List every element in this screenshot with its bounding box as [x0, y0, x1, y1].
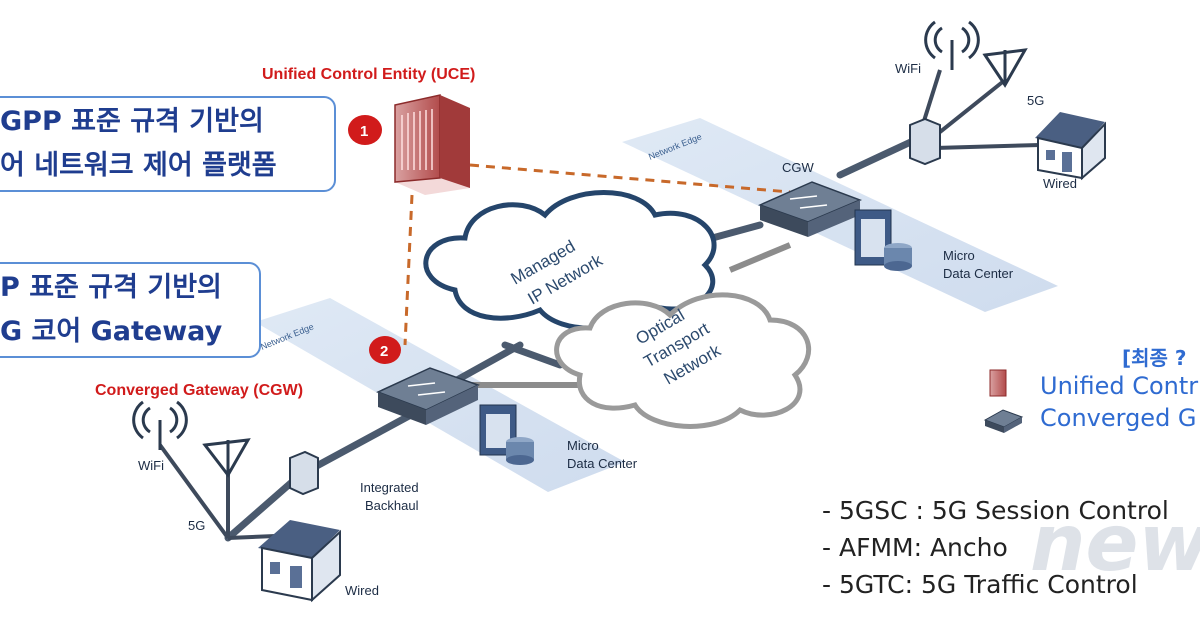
micro-dc-right-label-1: Micro [943, 248, 975, 263]
access-box-left-icon [289, 450, 319, 496]
wifi-antenna-right-icon [924, 20, 980, 70]
abbreviation-notes: - 5GSC : 5G Session Control - AFMM: Anch… [822, 492, 1169, 603]
legend-cgw: Converged G [1040, 404, 1197, 432]
callout-cgw: P 표준 규격 기반의 G 코어 Gateway [0, 262, 261, 358]
fiveg-tower-right-icon [982, 48, 1028, 88]
wired-label-left: Wired [345, 583, 379, 598]
svg-text:2: 2 [380, 343, 388, 360]
managed-ip-network-cloud: Managed IP Network [423, 190, 717, 331]
cgw-label: CGW [782, 160, 815, 175]
wifi-label-left: WiFi [138, 458, 164, 473]
cgw-title: Converged Gateway (CGW) [95, 382, 303, 399]
micro-dc-right-icon [854, 209, 912, 271]
note-5gtc: - 5GTC: 5G Traffic Control [822, 570, 1138, 599]
badge-2: 2 [369, 336, 401, 364]
cgw-switch-left-icon [376, 367, 480, 425]
callout-uce-line-1: GPP 표준 규격 기반의 [0, 106, 264, 137]
legend-cgw-icon [983, 409, 1024, 433]
control-plane-dashed-lines [403, 163, 791, 346]
uce-server-icon [394, 94, 470, 195]
house-left-icon [258, 520, 341, 603]
fiveg-label-right: 5G [1027, 93, 1044, 108]
svg-text:1: 1 [360, 123, 368, 140]
house-right-icon [1035, 112, 1106, 181]
wifi-antenna-left-icon [132, 400, 188, 450]
backhaul-label-1: Integrated [360, 480, 419, 495]
micro-dc-right-label-2: Data Center [943, 266, 1014, 281]
legend-uce-icon [989, 369, 1007, 397]
micro-dc-left-label-1: Micro [567, 438, 599, 453]
backhaul-label-2: Backhaul [365, 498, 419, 513]
wired-label-right: Wired [1043, 176, 1077, 191]
micro-dc-left-label-2: Data Center [567, 456, 638, 471]
access-links [158, 69, 1041, 540]
wifi-label-right: WiFi [895, 61, 921, 76]
note-afmm: - AFMM: Ancho [822, 533, 1008, 562]
callout-cgw-line-1: P 표준 규격 기반의 [0, 272, 222, 303]
callout-cgw-line-2: G 코어 Gateway [0, 316, 223, 347]
legend-title: [최종 ? [1122, 346, 1187, 370]
callout-uce-line-2: 어 네트워크 제어 플랫폼 [0, 150, 277, 181]
optical-transport-network-cloud: Optical Transport Network [554, 292, 812, 429]
cgw-switch-right-icon [757, 181, 863, 237]
uce-title: Unified Control Entity (UCE) [262, 66, 475, 83]
note-5gsc: - 5GSC : 5G Session Control [822, 496, 1169, 525]
callout-uce: GPP 표준 규격 기반의 어 네트워크 제어 플랫폼 [0, 96, 336, 192]
micro-dc-left-icon [479, 404, 534, 465]
news-watermark: news [1030, 499, 1200, 589]
legend-uce: Unified Contr [1040, 372, 1199, 400]
badge-1: 1 [348, 115, 382, 145]
fiveg-label-left: 5G [188, 518, 205, 533]
access-box-right-icon [909, 117, 941, 166]
fiveg-tower-left-icon [202, 438, 251, 478]
